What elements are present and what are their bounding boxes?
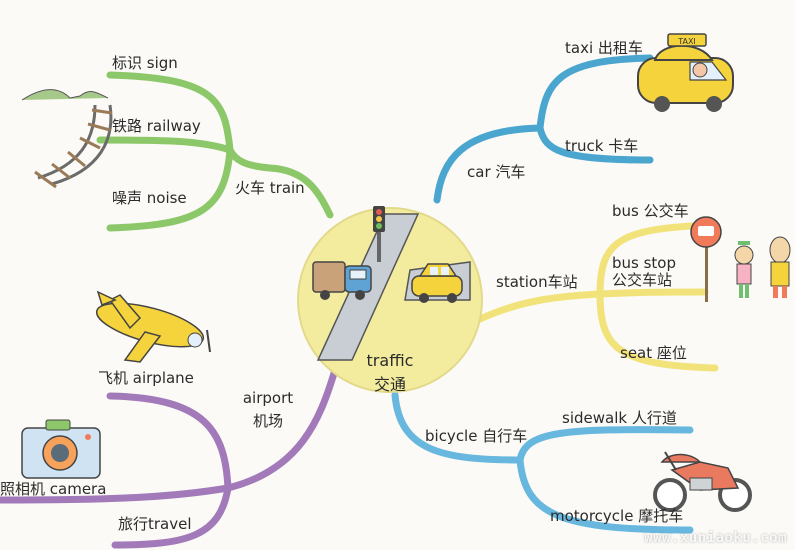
center-title-en: traffic <box>366 351 414 370</box>
truck-icon <box>312 261 372 300</box>
leaf-truck-line <box>536 124 654 164</box>
leaf-busstop-label: bus stop 公交车站 <box>612 254 677 290</box>
leaf-camera-label: 照相机 camera <box>0 480 107 498</box>
leaf-noise-line <box>106 146 234 232</box>
leaf-bus-label: bus 公交车 <box>612 202 689 220</box>
leaf-sign-label: 标识 sign <box>112 54 178 72</box>
leaf-sign-line <box>106 71 234 154</box>
watermark: www.xuniaoku.com <box>644 530 787 546</box>
leaf-bus-line <box>596 221 719 298</box>
leaf-taxi-line <box>536 54 654 132</box>
leaf-railway-line <box>96 136 234 154</box>
railway-icon <box>21 89 113 189</box>
branch-train-line <box>226 146 334 219</box>
taxi-icon: TAXI <box>637 33 734 112</box>
leaf-sidewalk-label: sidewalk 人行道 <box>562 409 677 427</box>
leaf-seat-label: seat 座位 <box>620 344 687 362</box>
leaf-truck-label: truck 卡车 <box>565 137 639 155</box>
leaf-seat-line <box>596 290 719 372</box>
leaf-camera-line <box>0 484 232 504</box>
branch-station-line <box>474 290 604 324</box>
branch-bicycle-line <box>391 391 524 464</box>
leaf-airplane-label: 飞机 airplane <box>98 369 194 387</box>
branch-airport-en: airport <box>242 389 294 407</box>
branch-station-label: station车站 <box>496 273 578 291</box>
small-taxi-icon <box>411 263 463 303</box>
branch-airport-label: airport 机场 <box>236 389 300 431</box>
leaf-busstop-line <box>596 288 709 298</box>
branch-airport-zh: 机场 <box>252 412 283 431</box>
branch-airport-line <box>224 366 339 492</box>
airplane-icon <box>95 290 211 363</box>
motorcycle-icon <box>653 451 752 512</box>
branch-car-line <box>433 124 544 204</box>
leaf-taxi-label: taxi 出租车 <box>565 39 643 57</box>
center-title-zh: 交通 <box>373 375 406 395</box>
traffic-light-icon <box>373 206 385 262</box>
camera-icon <box>21 419 101 479</box>
branch-bicycle-label: bicycle 自行车 <box>425 427 528 445</box>
leaf-sidewalk-line <box>516 426 694 464</box>
leaf-motorcycle-line <box>516 456 694 534</box>
bus-stop-icon <box>690 216 791 302</box>
leaf-railway-label: 铁路 railway <box>112 117 201 135</box>
leaf-travel-line <box>111 484 232 549</box>
leaf-noise-label: 噪声 noise <box>112 189 187 207</box>
branch-train-label: 火车 train <box>235 179 305 197</box>
leaf-airplane-line <box>106 392 232 492</box>
taxi-sign-text: TAXI <box>677 37 696 46</box>
leaf-busstop-zh: 公交车站 <box>612 271 673 290</box>
branch-car-label: car 汽车 <box>467 163 526 181</box>
leaf-motorcycle-label: motorcycle 摩托车 <box>550 507 684 525</box>
center-title: traffic 交通 <box>352 351 428 395</box>
leaf-busstop-en: bus stop <box>612 254 677 272</box>
leaf-travel-label: 旅行travel <box>118 515 192 533</box>
